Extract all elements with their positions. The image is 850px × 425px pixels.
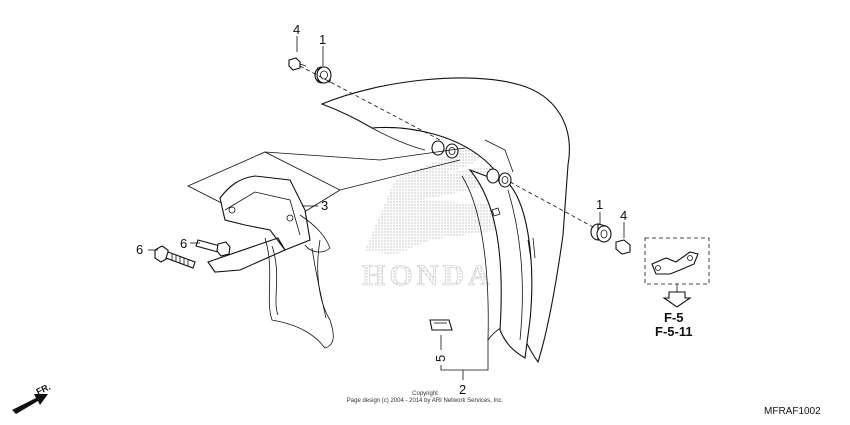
callout-1-right: 1 [596,197,603,212]
front-label: FR. [35,382,52,397]
callout-4-top: 4 [293,22,300,37]
grommet-top [314,66,332,84]
callout-3: 3 [321,198,328,213]
diagram-code: MFRAF1002 [764,406,821,417]
copyright-line1: Copyright [412,391,438,397]
honda-logo-text: HONDA [362,259,494,292]
leader-lines [148,36,625,380]
reference-f5[interactable]: F-5 [664,310,684,325]
reference-f5-11[interactable]: F-5-11 [655,324,693,339]
grommet-right [590,223,612,243]
callout-6-left: 6 [136,242,143,257]
bracket-reference-box [644,237,710,308]
callout-6-mid: 6 [180,236,187,251]
screw-right [615,239,631,255]
dashed-line-right [509,181,596,229]
front-arrow-icon: FR. [12,382,52,414]
callout-5: 5 [433,355,448,362]
callout-2: 2 [459,382,466,397]
screw-top [288,57,307,71]
front-fender [320,77,570,364]
copyright-line2: Page design (c) 2004 - 2014 by ARI Netwo… [347,398,504,404]
dashed-line-top [299,65,441,141]
bolt-left [154,245,196,269]
callout-1-top: 1 [319,32,326,47]
bolt-middle [195,239,231,257]
fork-cover [187,147,466,349]
callout-4-right: 4 [620,208,627,223]
clip [429,319,453,331]
